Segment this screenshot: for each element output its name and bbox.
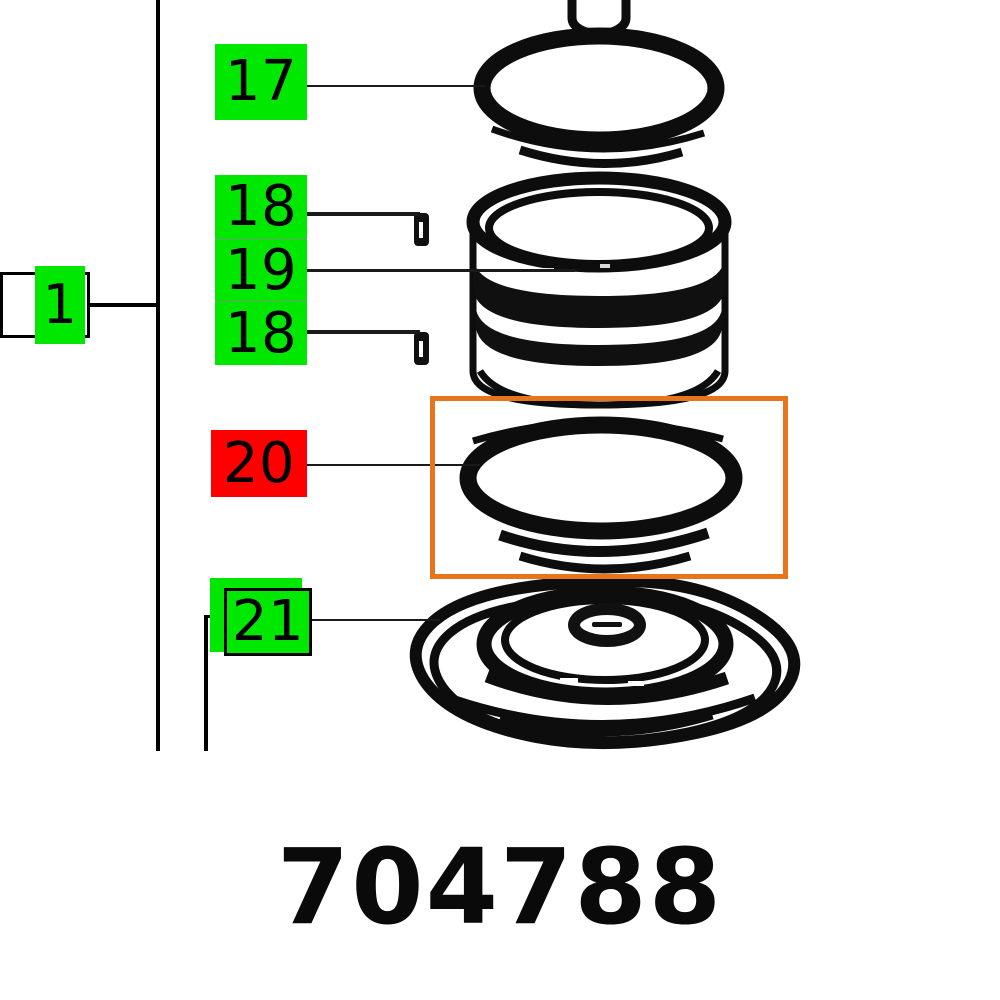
part-18-lower-pin [414,332,429,365]
part-21-base-plate [409,574,801,750]
part-number-caption: 704788 [276,826,724,948]
leader-line-18-lower [305,330,420,334]
callout-box-20[interactable]: 20 [211,430,307,497]
part-18-upper-pin [414,213,429,246]
part-17-ring-seal [473,0,725,169]
callout-text: 19 [224,237,298,303]
part-20-o-ring [459,416,743,574]
callout-text: 1 [42,273,78,336]
callout-box-21[interactable]: 21 [224,588,312,656]
callout-box-19[interactable]: 19 [215,239,307,301]
leader-line-20 [305,464,480,466]
callout-text: 21 [231,589,305,654]
tree-main-vertical [156,0,160,751]
callout-text: 20 [222,430,296,496]
callout-text: 18 [224,174,298,239]
callout-box-18-lower[interactable]: 18 [215,301,307,365]
leader-line-21 [310,619,440,621]
leader-line-17 [305,85,485,87]
leader-line-19 [305,269,575,272]
callout-box-17[interactable]: 17 [215,44,307,120]
tree-branch-to-assembly [84,303,160,307]
callout-box-18-upper[interactable]: 18 [215,175,307,239]
tree-secondary-vertical [204,615,208,751]
assembly-callout-label-1[interactable]: 1 [35,266,85,344]
leader-line-18-upper [305,212,420,216]
part-19-cylinder [466,171,732,409]
callout-text: 18 [224,300,298,366]
callout-text: 17 [224,49,298,114]
